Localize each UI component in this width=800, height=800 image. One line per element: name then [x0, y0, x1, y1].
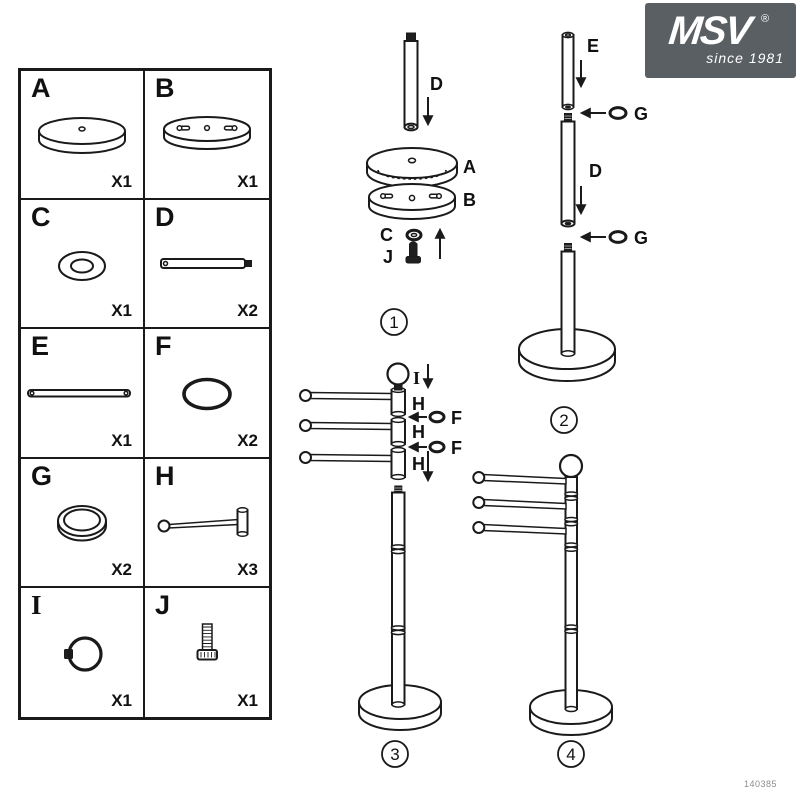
step1-label-washer: C — [380, 225, 393, 245]
step1-label-disc-bottom: B — [463, 190, 476, 210]
step3-label-arm-bottom: H — [412, 454, 425, 474]
step2-label-ring-bottom: G — [634, 228, 648, 248]
step2-number: 2 — [559, 411, 568, 430]
round-base-disc-icon — [38, 116, 126, 154]
step3-label-knob: I — [413, 368, 420, 388]
part-count-a: X1 — [111, 172, 132, 192]
pole-section-icon — [160, 257, 252, 269]
step4-number-circle — [557, 740, 585, 768]
part-count-b: X1 — [237, 172, 258, 192]
step2-label-mid-pole: D — [589, 161, 602, 181]
step3-label-arm-mid: H — [412, 422, 425, 442]
screw-icon — [196, 623, 218, 661]
step1-disc-a — [366, 147, 458, 188]
step4-pole — [564, 476, 579, 713]
msv-logo: MSV ® since 1981 — [645, 3, 796, 78]
step3-sleeve-3 — [390, 446, 406, 481]
part-count-c: X1 — [111, 301, 132, 321]
step1-number-circle — [380, 308, 408, 336]
part-cell-c: C X1 — [21, 200, 145, 330]
step3-sleeve-2 — [390, 416, 406, 448]
part-letter-e: E — [31, 331, 50, 362]
step3-pole — [390, 485, 406, 708]
step3-ball-knob — [386, 362, 410, 391]
step2-label-ring-top: G — [634, 104, 648, 124]
step3-label-arm-top: H — [412, 394, 425, 414]
part-cell-j: J X1 — [145, 588, 269, 717]
step1-pole-d — [403, 32, 419, 132]
part-cell-b: B X1 — [145, 71, 269, 201]
step4-arm-mid — [472, 496, 567, 510]
step1-screw-j — [405, 241, 421, 264]
part-cell-d: D X2 — [145, 200, 269, 330]
step1-disc-b — [368, 183, 456, 220]
part-count-h: X3 — [237, 559, 258, 579]
ring-spacer-icon — [57, 505, 107, 542]
step2-base-assembly — [518, 243, 616, 382]
slotted-base-plate-icon — [163, 115, 251, 150]
step2-label-top-pole: E — [587, 36, 599, 56]
step4-arm-top — [472, 471, 567, 485]
step4-arm-bottom — [472, 521, 567, 535]
step-2: E G D G — [518, 31, 648, 434]
o-ring-icon — [182, 377, 232, 411]
step1-label-screw: J — [383, 247, 393, 267]
part-letter-c: C — [31, 202, 51, 233]
step4-ball-knob — [558, 453, 584, 479]
part-count-e: X1 — [111, 430, 132, 450]
step3-ring-f-bottom — [428, 440, 446, 454]
part-letter-b: B — [155, 73, 175, 103]
part-cell-i: I X1 — [21, 587, 145, 717]
step4-number: 4 — [566, 745, 575, 764]
step2-number-circle — [550, 406, 578, 434]
flat-washer-icon — [58, 250, 106, 281]
step3-sleeve-1 — [390, 386, 406, 418]
part-letter-d: D — [155, 202, 175, 233]
step3-number-circle — [381, 740, 409, 768]
step1-number: 1 — [389, 313, 398, 332]
part-letter-a: A — [31, 73, 51, 103]
part-count-i: X1 — [111, 690, 132, 710]
part-count-g: X2 — [111, 559, 132, 579]
part-cell-f: F X2 — [145, 329, 269, 459]
step1-washer-c — [405, 228, 423, 242]
part-letter-f: F — [155, 331, 172, 362]
swing-arm-icon — [157, 507, 249, 538]
part-cell-g: G X2 — [21, 458, 145, 588]
step3-arm-bottom — [299, 451, 393, 464]
thin-pole-icon — [27, 388, 131, 398]
step-4: 4 — [472, 453, 613, 768]
step2-ring-g-top — [608, 106, 628, 120]
step2-pole-e — [561, 31, 575, 111]
part-count-j: X1 — [237, 690, 258, 710]
step3-ring-f-top — [428, 410, 446, 424]
part-count-d: X2 — [237, 301, 258, 321]
step3-arm-top — [299, 389, 393, 402]
step3-label-ring-bottom: F — [451, 438, 462, 458]
part-letter-j: J — [155, 589, 171, 620]
step1-label-pole: D — [430, 74, 443, 94]
part-letter-i: I — [31, 589, 42, 620]
ball-knob-icon — [64, 636, 103, 672]
brand-tagline: since 1981 — [706, 50, 784, 66]
part-count-f: X2 — [237, 430, 258, 450]
step-1: D A B C — [366, 32, 476, 336]
step-3: I H F H F H 3 — [299, 362, 462, 768]
step1-label-disc-top: A — [463, 157, 476, 177]
part-cell-e: E X1 — [21, 329, 145, 459]
part-letter-g: G — [31, 460, 53, 491]
parts-table: A X1 B X1 C — [18, 68, 272, 720]
part-cell-a: A X1 — [21, 71, 145, 201]
step2-pole-d — [560, 113, 576, 228]
step3-arm-mid — [299, 419, 393, 432]
step3-label-ring-top: F — [451, 408, 462, 428]
product-code: 140385 — [744, 779, 778, 789]
part-cell-h: H X3 — [145, 459, 269, 588]
part-letter-h: H — [155, 460, 175, 491]
step3-number: 3 — [390, 745, 399, 764]
registered-mark: ® — [761, 13, 770, 25]
step2-ring-g-bottom — [608, 230, 628, 244]
